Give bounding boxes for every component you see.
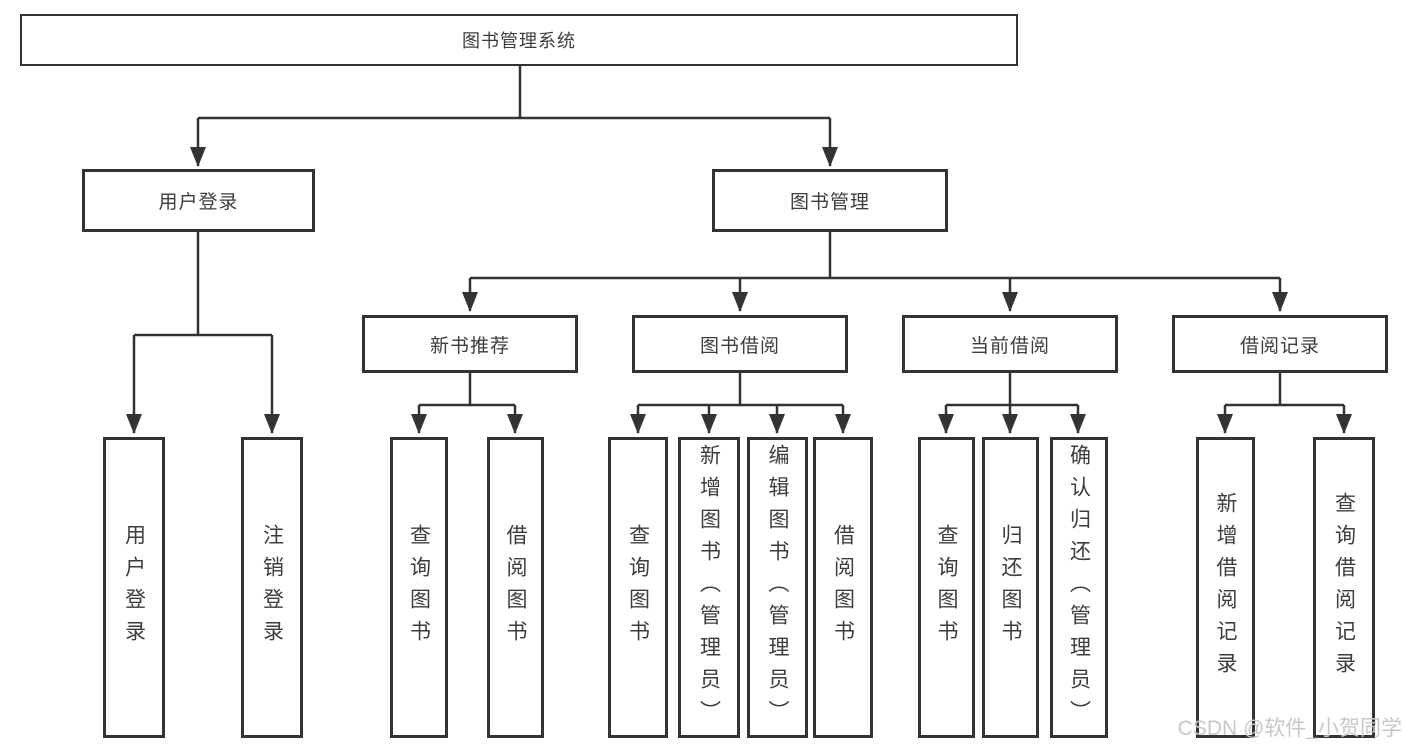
- leaf-user-login: 用户登录: [103, 437, 165, 738]
- leaf-borrow-books-recommend: 借阅图书: [487, 437, 544, 738]
- leaf-borrow-books: 借阅图书: [813, 437, 873, 738]
- leaf-confirm-return-admin: 确认归还（管理员）: [1050, 437, 1108, 738]
- leaf-confirm-return-admin-label: 确认归还（管理员）: [1067, 443, 1091, 732]
- node-user-login: 用户登录: [82, 169, 315, 232]
- leaf-query-books-borrow-label: 查询图书: [626, 523, 650, 652]
- leaf-add-borrow-record-label: 新增借阅记录: [1214, 491, 1237, 684]
- node-book-management: 图书管理: [712, 169, 948, 232]
- leaf-query-borrow-record: 查询借阅记录: [1313, 437, 1375, 738]
- leaf-query-books-borrow: 查询图书: [608, 437, 668, 738]
- node-new-book-recommend: 新书推荐: [362, 315, 578, 373]
- node-root: 图书管理系统: [20, 14, 1018, 66]
- connector-current-borrow: [946, 372, 1078, 407]
- leaf-logout: 注销登录: [241, 437, 303, 738]
- node-user-login-label: 用户登录: [158, 192, 239, 213]
- leaf-add-borrow-record: 新增借阅记录: [1196, 437, 1255, 738]
- leaf-borrow-books-recommend-label: 借阅图书: [504, 523, 527, 652]
- node-borrow-records: 借阅记录: [1172, 315, 1388, 373]
- node-book-borrow-label: 图书借阅: [699, 335, 780, 357]
- connector-book-borrow: [638, 372, 843, 407]
- leaf-add-books-admin-label: 新增图书（管理员）: [697, 443, 721, 732]
- connector-borrow-records: [1225, 372, 1344, 407]
- leaf-return-books-label: 归还图书: [999, 523, 1022, 652]
- node-book-management-label: 图书管理: [789, 192, 870, 213]
- leaf-add-books-admin: 新增图书（管理员）: [678, 437, 740, 738]
- node-borrow-records-label: 借阅记录: [1239, 335, 1320, 357]
- node-current-borrow: 当前借阅: [902, 315, 1118, 373]
- leaf-return-books: 归还图书: [982, 437, 1039, 738]
- watermark-text: CSDN @软件_小贺同学: [1177, 717, 1402, 740]
- leaf-query-books-current: 查询图书: [918, 437, 975, 738]
- leaf-query-borrow-record-label: 查询借阅记录: [1332, 491, 1356, 684]
- node-current-borrow-label: 当前借阅: [969, 335, 1050, 357]
- connector-book-management: [470, 231, 1280, 280]
- leaf-user-login-label: 用户登录: [122, 523, 146, 652]
- node-root-label: 图书管理系统: [462, 31, 576, 51]
- leaf-logout-label: 注销登录: [260, 523, 284, 652]
- leaf-query-books-recommend: 查询图书: [390, 437, 448, 738]
- connector-root: [198, 66, 830, 120]
- leaf-edit-books-admin: 编辑图书（管理员）: [747, 437, 808, 738]
- leaf-query-books-current-label: 查询图书: [935, 523, 958, 652]
- node-new-book-recommend-label: 新书推荐: [429, 335, 510, 357]
- leaf-edit-books-admin-label: 编辑图书（管理员）: [766, 443, 789, 732]
- leaf-query-books-recommend-label: 查询图书: [407, 523, 431, 652]
- leaf-borrow-books-label: 借阅图书: [831, 523, 855, 652]
- connector-new-book: [419, 372, 515, 407]
- node-book-borrow: 图书借阅: [632, 315, 848, 373]
- connector-user-login: [134, 231, 272, 337]
